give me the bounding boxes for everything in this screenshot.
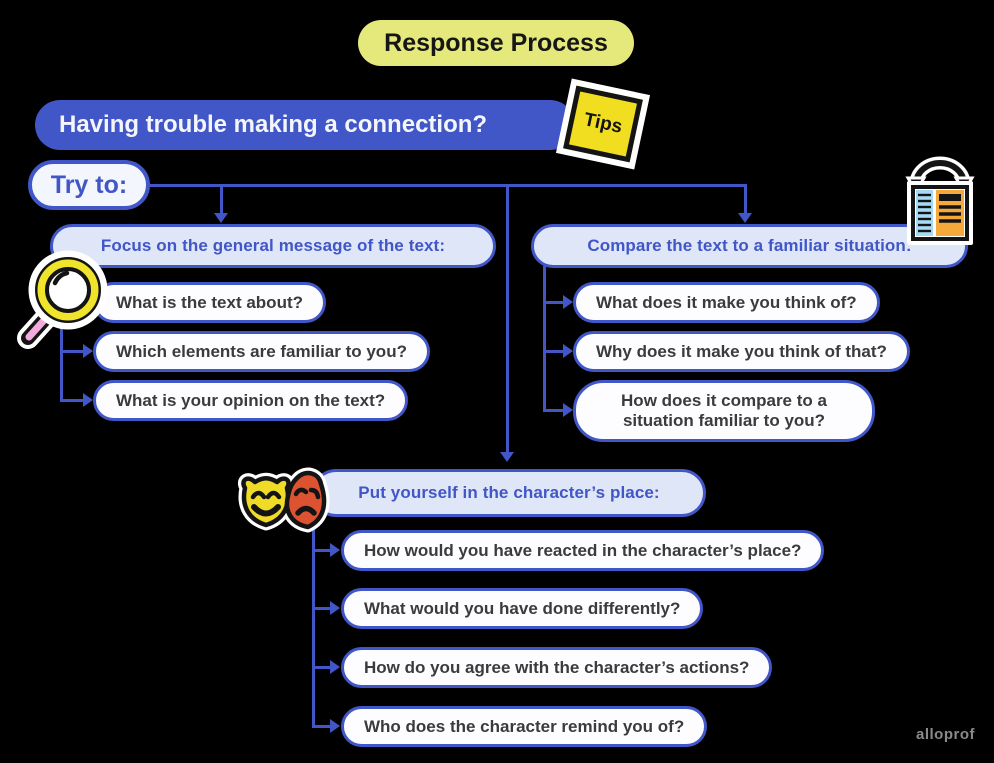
question-pill: Who does the character remind you of? — [341, 706, 708, 747]
connector-line — [543, 350, 565, 353]
question-pill: What would you have done differently? — [341, 588, 704, 629]
connector-line — [60, 399, 84, 402]
arrow-right-icon — [563, 344, 573, 358]
theater-masks-icon — [237, 467, 330, 533]
connector-line — [312, 666, 332, 669]
arrow-down-icon — [214, 213, 228, 223]
arrow-right-icon — [330, 719, 340, 733]
arrow-right-icon — [330, 660, 340, 674]
arrow-down-icon — [500, 452, 514, 462]
connector-line — [220, 184, 223, 213]
arrow-right-icon — [83, 393, 93, 407]
connector-line — [312, 725, 332, 728]
arrow-right-icon — [563, 295, 573, 309]
connector-line — [506, 184, 509, 452]
banner-text: Having trouble making a connection? — [59, 111, 488, 138]
branch-header-focus: Focus on the general message of the text… — [50, 224, 496, 268]
branch-header-compare: Compare the text to a familiar situation… — [531, 224, 968, 268]
tips-label: Tips — [581, 109, 625, 138]
connector-line — [312, 607, 332, 610]
connector-line — [60, 350, 84, 353]
question-pill: What is the text about? — [93, 282, 326, 323]
tips-badge: Tips — [563, 85, 643, 163]
question-pill: Why does it make you think of that? — [573, 331, 910, 372]
arrow-right-icon — [330, 601, 340, 615]
arrow-right-icon — [563, 403, 573, 417]
arrow-right-icon — [83, 344, 93, 358]
connector-line — [543, 409, 565, 412]
arrow-right-icon — [330, 543, 340, 557]
connector-line — [744, 184, 747, 213]
magnifying-glass-icon — [17, 250, 108, 349]
connector-line — [150, 184, 747, 187]
compare-texts-icon — [905, 156, 975, 245]
question-pill: How would you have reacted in the charac… — [341, 530, 825, 571]
connector-line — [312, 549, 332, 552]
question-pill: How does it compare to a situation famil… — [573, 380, 875, 442]
connector-line — [312, 516, 315, 728]
arrow-down-icon — [738, 213, 752, 223]
connector-line — [543, 301, 565, 304]
question-pill: What does it make you think of? — [573, 282, 880, 323]
question-pill: How do you agree with the character’s ac… — [341, 647, 773, 688]
question-pill: What is your opinion on the text? — [93, 380, 409, 421]
page-title: Response Process — [358, 20, 634, 66]
branch-header-character: Put yourself in the character’s place: — [312, 469, 706, 517]
connector-line — [60, 266, 63, 402]
try-to-pill: Try to: — [28, 160, 150, 210]
watermark-logo: alloprof — [916, 726, 975, 743]
question-pill: Which elements are familiar to you? — [93, 331, 430, 372]
banner: Having trouble making a connection? — [35, 100, 575, 150]
connector-line — [543, 266, 546, 412]
